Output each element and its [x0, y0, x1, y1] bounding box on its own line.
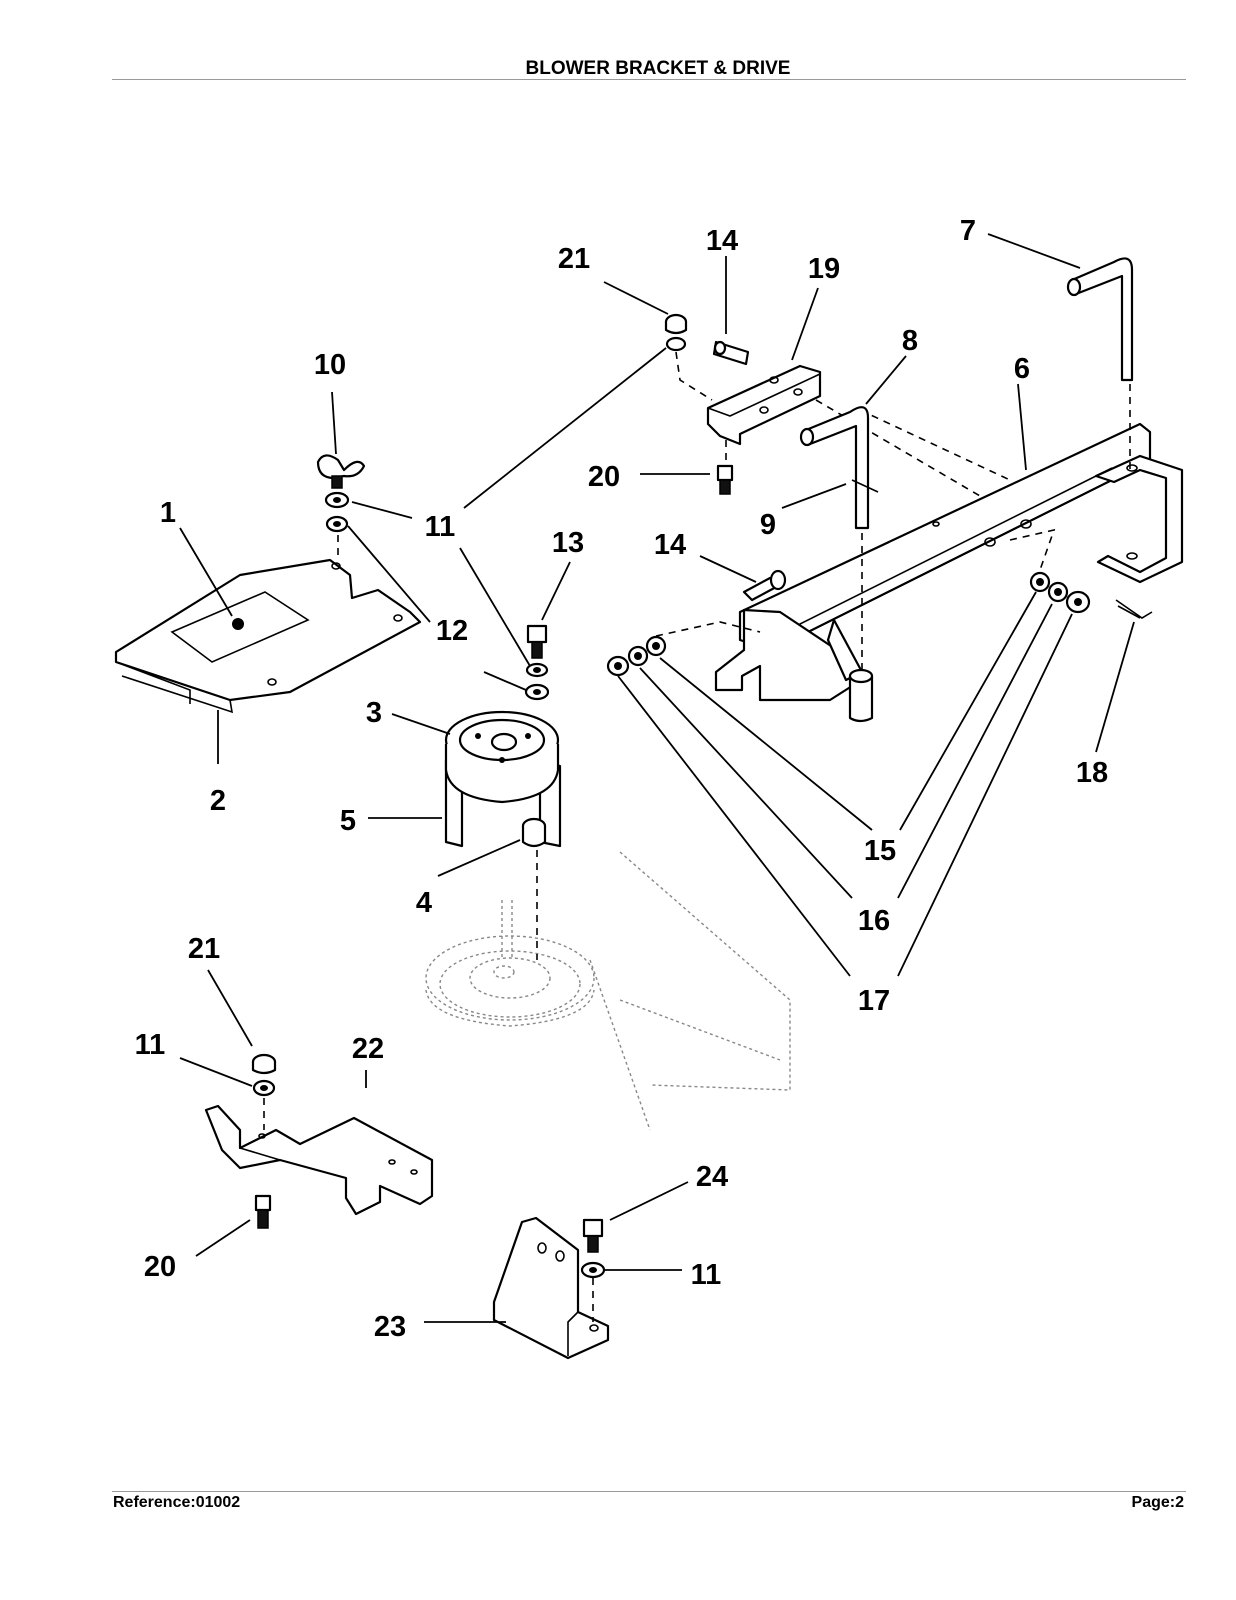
- callout-labels: 1 2 3 4 5 6 7 8 9 10 11 11 11 12 13 14 1…: [135, 215, 1108, 1343]
- callout-6: 6: [1014, 353, 1030, 385]
- deck-plate-assembly: [114, 522, 422, 714]
- main-blower-bracket: [655, 384, 1184, 723]
- footer-rule: [112, 1491, 1186, 1492]
- callout-24: 24: [696, 1161, 728, 1193]
- callout-15: 15: [864, 835, 896, 867]
- callout-21-top: 21: [558, 243, 590, 275]
- callout-3: 3: [366, 697, 382, 729]
- callout-7: 7: [960, 215, 976, 247]
- l-pin-7: [1066, 257, 1134, 382]
- page-number: Page:2: [1131, 1494, 1184, 1511]
- upper-clamp-assembly: [664, 313, 822, 495]
- l-pin-8: [799, 406, 879, 530]
- header-rule: [112, 79, 1186, 80]
- callout-17: 17: [858, 985, 890, 1017]
- callout-14-top: 14: [706, 225, 738, 257]
- phantom-pulley-housing: [425, 851, 791, 1131]
- hair-pin-18: [1115, 599, 1153, 619]
- callout-16: 16: [858, 905, 890, 937]
- callout-20-lower: 20: [144, 1251, 176, 1283]
- lower-bracket-23: [492, 1216, 610, 1360]
- callout-20-top: 20: [588, 461, 620, 493]
- callout-11-lower-left: 11: [135, 1029, 166, 1061]
- callout-13: 13: [552, 527, 584, 559]
- page-title: BLOWER BRACKET & DRIVE: [525, 58, 791, 79]
- callout-8: 8: [902, 325, 918, 357]
- lower-bracket-22: [204, 1053, 434, 1229]
- callout-12: 12: [436, 615, 468, 647]
- wing-nut-stack: [316, 454, 366, 533]
- callout-11-lower-right: 11: [691, 1259, 722, 1291]
- callout-4: 4: [416, 887, 432, 919]
- bracket-bolt-14: [742, 569, 787, 602]
- reference-number: Reference:01002: [113, 1494, 241, 1511]
- callout-10: 10: [314, 349, 346, 381]
- callout-18: 18: [1076, 757, 1108, 789]
- callout-5: 5: [340, 805, 356, 837]
- callout-21-lower: 21: [188, 933, 220, 965]
- callout-9: 9: [760, 509, 776, 541]
- callout-2: 2: [210, 785, 226, 817]
- hardware-15-16-17: [606, 571, 1091, 677]
- leader-lines: [179, 233, 1135, 1323]
- drive-pulley-assembly: [444, 624, 562, 960]
- callout-14-mid: 14: [654, 529, 686, 561]
- callout-23: 23: [374, 1311, 406, 1343]
- callout-11-top: 11: [425, 511, 456, 543]
- callout-1: 1: [160, 497, 176, 529]
- callout-22: 22: [352, 1033, 384, 1065]
- callout-19: 19: [808, 253, 840, 285]
